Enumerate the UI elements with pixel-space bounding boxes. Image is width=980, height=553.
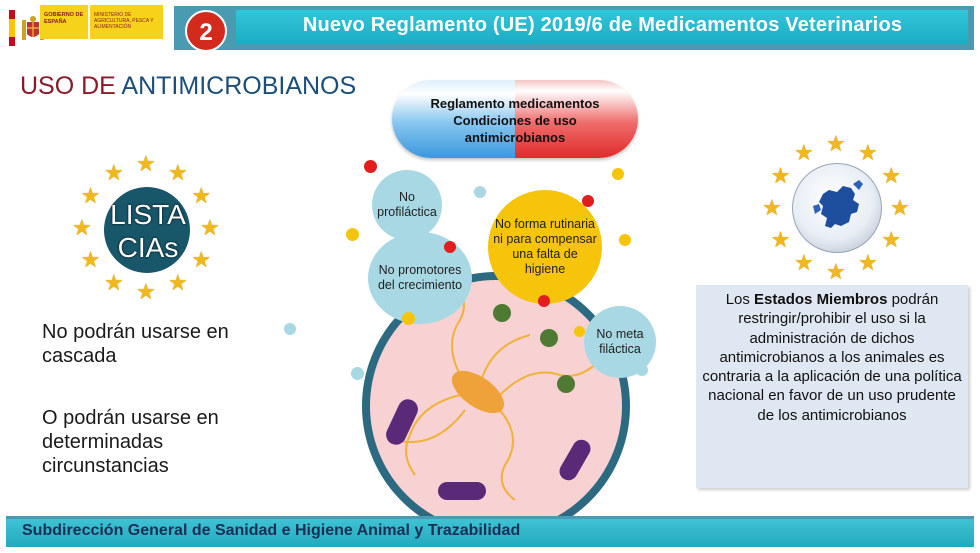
page-title: Nuevo Reglamento (UE) 2019/6 de Medicame… xyxy=(302,14,903,36)
star-icon: ★ xyxy=(826,131,846,156)
star-icon: ★ xyxy=(168,270,188,296)
gov-label-box xyxy=(40,5,88,39)
section-title-part1: USO DE xyxy=(20,72,122,100)
eu-map-globe-icon xyxy=(792,163,882,253)
star-icon: ★ xyxy=(858,250,878,276)
bubble-no-profilactica: No profiláctica xyxy=(372,170,442,240)
decor-dot xyxy=(538,295,550,307)
decor-dot xyxy=(619,234,631,246)
bubble-no-forma-rutinaria: No forma rutinaria ni para compensar una… xyxy=(488,190,602,304)
member-states-text: Los Estados Miembros podrán restringir/p… xyxy=(702,291,962,424)
gov-label: GOBIERNO DE ESPAÑA xyxy=(44,12,84,25)
decor-dot xyxy=(402,312,415,325)
star-icon: ★ xyxy=(770,227,791,252)
spain-flag-icon xyxy=(9,10,15,46)
star-icon: ★ xyxy=(794,139,814,165)
decor-dot xyxy=(636,364,648,376)
star-icon: ★ xyxy=(80,183,101,208)
ministry-label: MINISTERIO DE AGRICULTURA, PESCA Y ALIME… xyxy=(94,12,154,30)
section-title-part2: ANTIMICROBIANOS xyxy=(121,72,357,100)
decor-dot xyxy=(574,326,585,337)
star-icon: ★ xyxy=(104,159,124,185)
star-icon: ★ xyxy=(770,163,791,188)
capsule-graphic xyxy=(392,80,638,158)
header-title-band xyxy=(236,10,968,44)
star-icon: ★ xyxy=(136,279,156,304)
star-icon: ★ xyxy=(168,159,188,185)
ministry-label-box xyxy=(90,5,163,39)
member-states-box xyxy=(696,285,968,488)
star-icon: ★ xyxy=(794,250,814,276)
capsule-line1: Reglamento medicamentos xyxy=(430,96,600,111)
lista-cias-label: LISTA CIAs xyxy=(110,199,186,263)
decor-dot xyxy=(284,323,296,335)
star-icon: ★ xyxy=(200,215,220,240)
star-icon: ★ xyxy=(80,247,101,272)
decor-dot xyxy=(346,228,359,241)
decor-dot xyxy=(474,186,486,198)
bubble-no-metafilactica: No metafiláctica xyxy=(584,306,656,378)
cascade-text: No podrán usarse en cascada xyxy=(42,321,229,367)
star-icon: ★ xyxy=(104,270,124,296)
footer-bar xyxy=(6,516,974,547)
star-icon: ★ xyxy=(881,227,902,252)
section-title: USO DE ANTIMICROBIANOS xyxy=(20,72,356,101)
decor-dot xyxy=(351,367,364,380)
star-icon: ★ xyxy=(881,163,902,188)
capsule-line2: Condiciones de uso xyxy=(453,113,577,128)
capsule-line3: antimicrobianos xyxy=(464,130,566,145)
capsule-label: Reglamento medicamentos Condiciones de u… xyxy=(392,95,638,146)
decor-dot xyxy=(364,160,377,173)
star-icon: ★ xyxy=(890,195,910,220)
lista-cias-circle xyxy=(104,187,190,273)
star-icon: ★ xyxy=(762,195,782,220)
section-number-badge: 2 xyxy=(185,10,227,52)
decor-dot xyxy=(444,241,456,253)
star-icon: ★ xyxy=(826,259,846,284)
star-icon: ★ xyxy=(136,151,156,176)
footer-text: Subdirección General de Sanidad e Higien… xyxy=(22,522,521,539)
star-icon: ★ xyxy=(191,247,212,272)
star-icon: ★ xyxy=(858,139,878,165)
bubble-no-promotores: No promotores del crecimiento xyxy=(368,232,472,324)
star-icon: ★ xyxy=(191,183,212,208)
circumstances-text: O podrán usarse en determinadas circunst… xyxy=(42,407,219,477)
decor-dot xyxy=(612,168,624,180)
decor-dot xyxy=(582,195,594,207)
star-icon: ★ xyxy=(72,215,92,240)
